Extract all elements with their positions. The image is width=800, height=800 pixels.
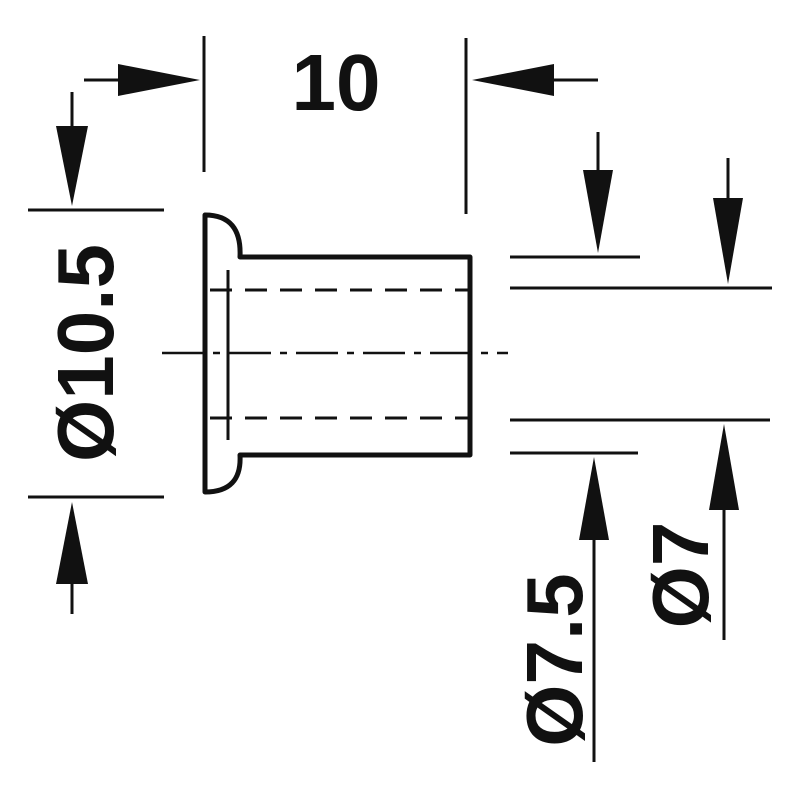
inner-diameter-label: Ø7 <box>636 522 725 629</box>
arrow-left-icon <box>472 64 554 96</box>
arrow-right-icon <box>118 64 200 96</box>
flange-diameter-dimension <box>28 92 164 614</box>
length-dimension <box>84 36 598 214</box>
arrow-down-icon <box>583 170 613 253</box>
arrow-up-icon <box>709 424 739 510</box>
arrow-down-icon <box>713 198 743 284</box>
arrow-up-icon <box>56 502 88 584</box>
inner-diameter-dimension <box>510 158 772 640</box>
sleeve-outline <box>202 212 473 495</box>
hidden-bore-lines <box>210 288 468 420</box>
flange-diameter-label: Ø10.5 <box>41 244 130 462</box>
outer-diameter-dimension <box>510 132 640 762</box>
sleeve-part <box>202 212 473 495</box>
length-label: 10 <box>292 38 381 127</box>
arrow-up-icon <box>579 457 609 540</box>
outer-diameter-label: Ø7.5 <box>510 573 599 746</box>
arrow-down-icon <box>56 126 88 206</box>
